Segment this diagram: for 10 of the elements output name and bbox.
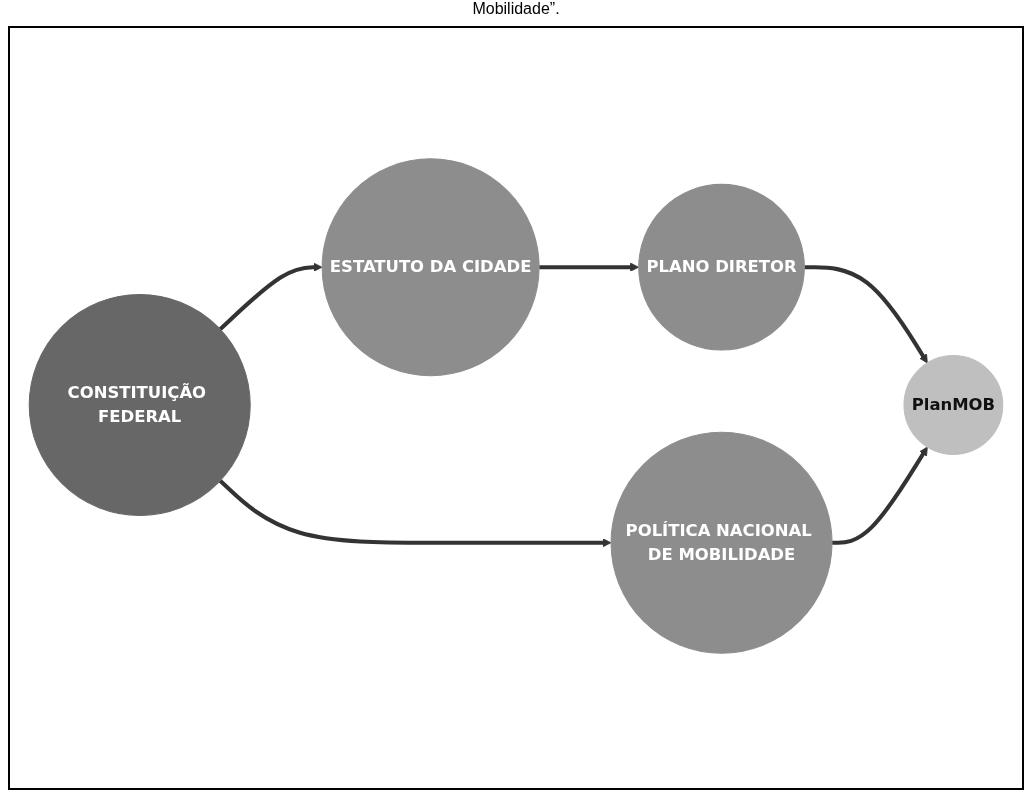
note-text: Mobilidade”. (472, 0, 560, 17)
node-circle: PlanMOB (903, 355, 1004, 455)
node-circle: ESTATUTO DA CIDADE (321, 158, 540, 377)
arrow (832, 446, 928, 545)
node-circle: CONSTITUIÇÃO FEDERAL (28, 294, 251, 516)
node-circle: PLANO DIRETOR (638, 183, 805, 351)
arrow (218, 262, 323, 331)
node-circle: POLÍTICA NACIONAL DE MOBILIDADE (610, 431, 833, 654)
arrow (804, 265, 928, 364)
arrow (218, 479, 612, 548)
